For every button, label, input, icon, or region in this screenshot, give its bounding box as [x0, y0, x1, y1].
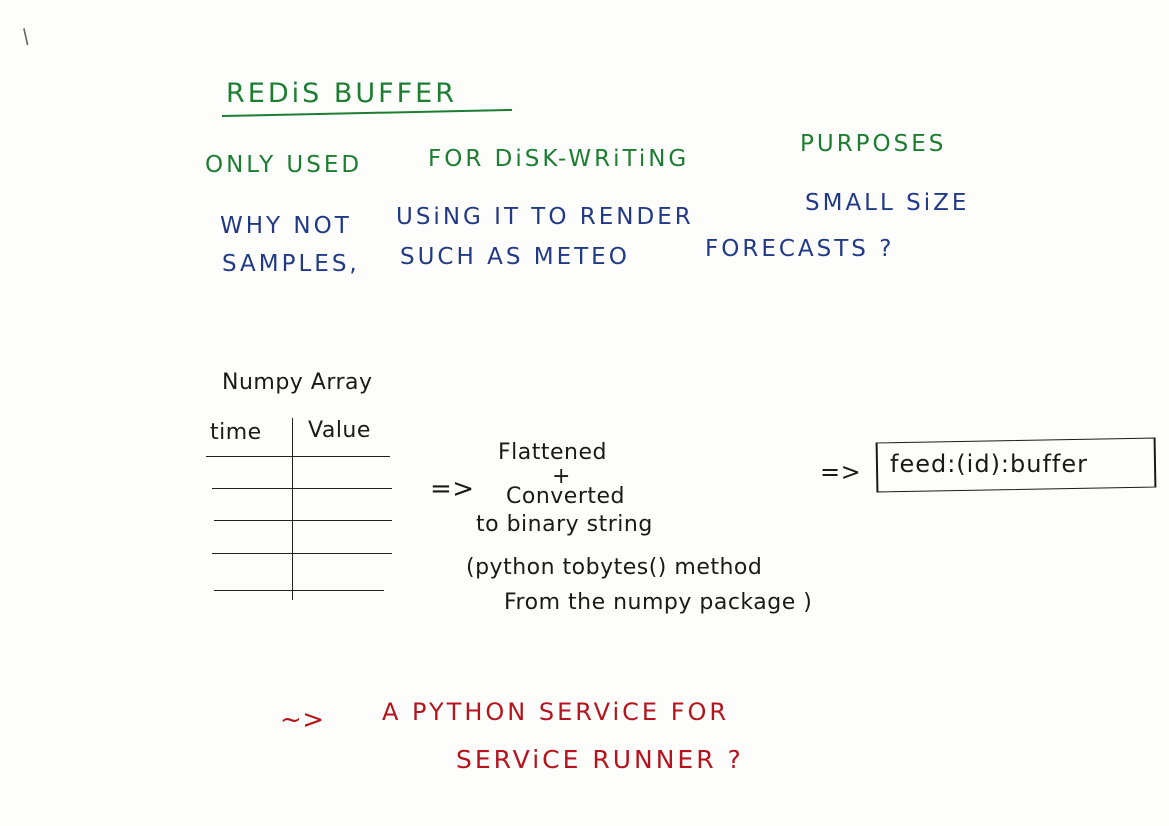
table-row-line — [212, 553, 392, 554]
process-step-flattened: Flattened — [498, 440, 607, 465]
pen-mark: / — [16, 23, 35, 49]
table-column-divider — [292, 418, 293, 600]
question-line2-part3: FORECASTS ? — [705, 236, 895, 262]
title-underline — [222, 108, 512, 118]
squiggle-arrow: ~> — [280, 705, 325, 735]
note-line-only-used: ONLY USED — [205, 152, 363, 178]
question-line1-part3: SMALL SiZE — [805, 190, 970, 216]
question-line1-part2: USiNG IT TO RENDER — [396, 204, 694, 230]
note-title: REDiS BUFFER — [226, 78, 457, 109]
table-row-line — [206, 456, 390, 457]
question-line1-part1: WHY NOT — [220, 213, 352, 239]
table-row-line — [214, 520, 392, 521]
arrow-to-key: => — [820, 458, 862, 486]
process-note-tobytes: (python tobytes() method — [466, 555, 763, 580]
table-header-value: Value — [308, 418, 371, 443]
question-line2-part2: SUCH AS METEO — [400, 244, 630, 270]
redis-key-text: feed:(id):buffer — [890, 450, 1088, 478]
table-header-time: time — [210, 420, 262, 445]
note-line-purposes: PURPOSES — [800, 131, 947, 157]
table-row-line — [214, 590, 384, 591]
process-step-binary: to binary string — [476, 512, 653, 537]
conclusion-line1: A PYTHON SERViCE FOR — [382, 698, 730, 726]
process-plus: + — [552, 464, 571, 489]
table-row-line — [212, 488, 392, 489]
process-note-numpy: From the numpy package ) — [504, 590, 813, 615]
conclusion-line2: SERViCE RUNNER ? — [456, 745, 744, 774]
question-line2-part1: SAMPLES, — [222, 251, 360, 277]
process-step-converted: Converted — [506, 484, 625, 509]
table-title: Numpy Array — [222, 370, 373, 395]
note-line-for-disk: FOR DiSK-WRiTiNG — [428, 146, 690, 172]
arrow-to-process: => — [430, 474, 475, 504]
